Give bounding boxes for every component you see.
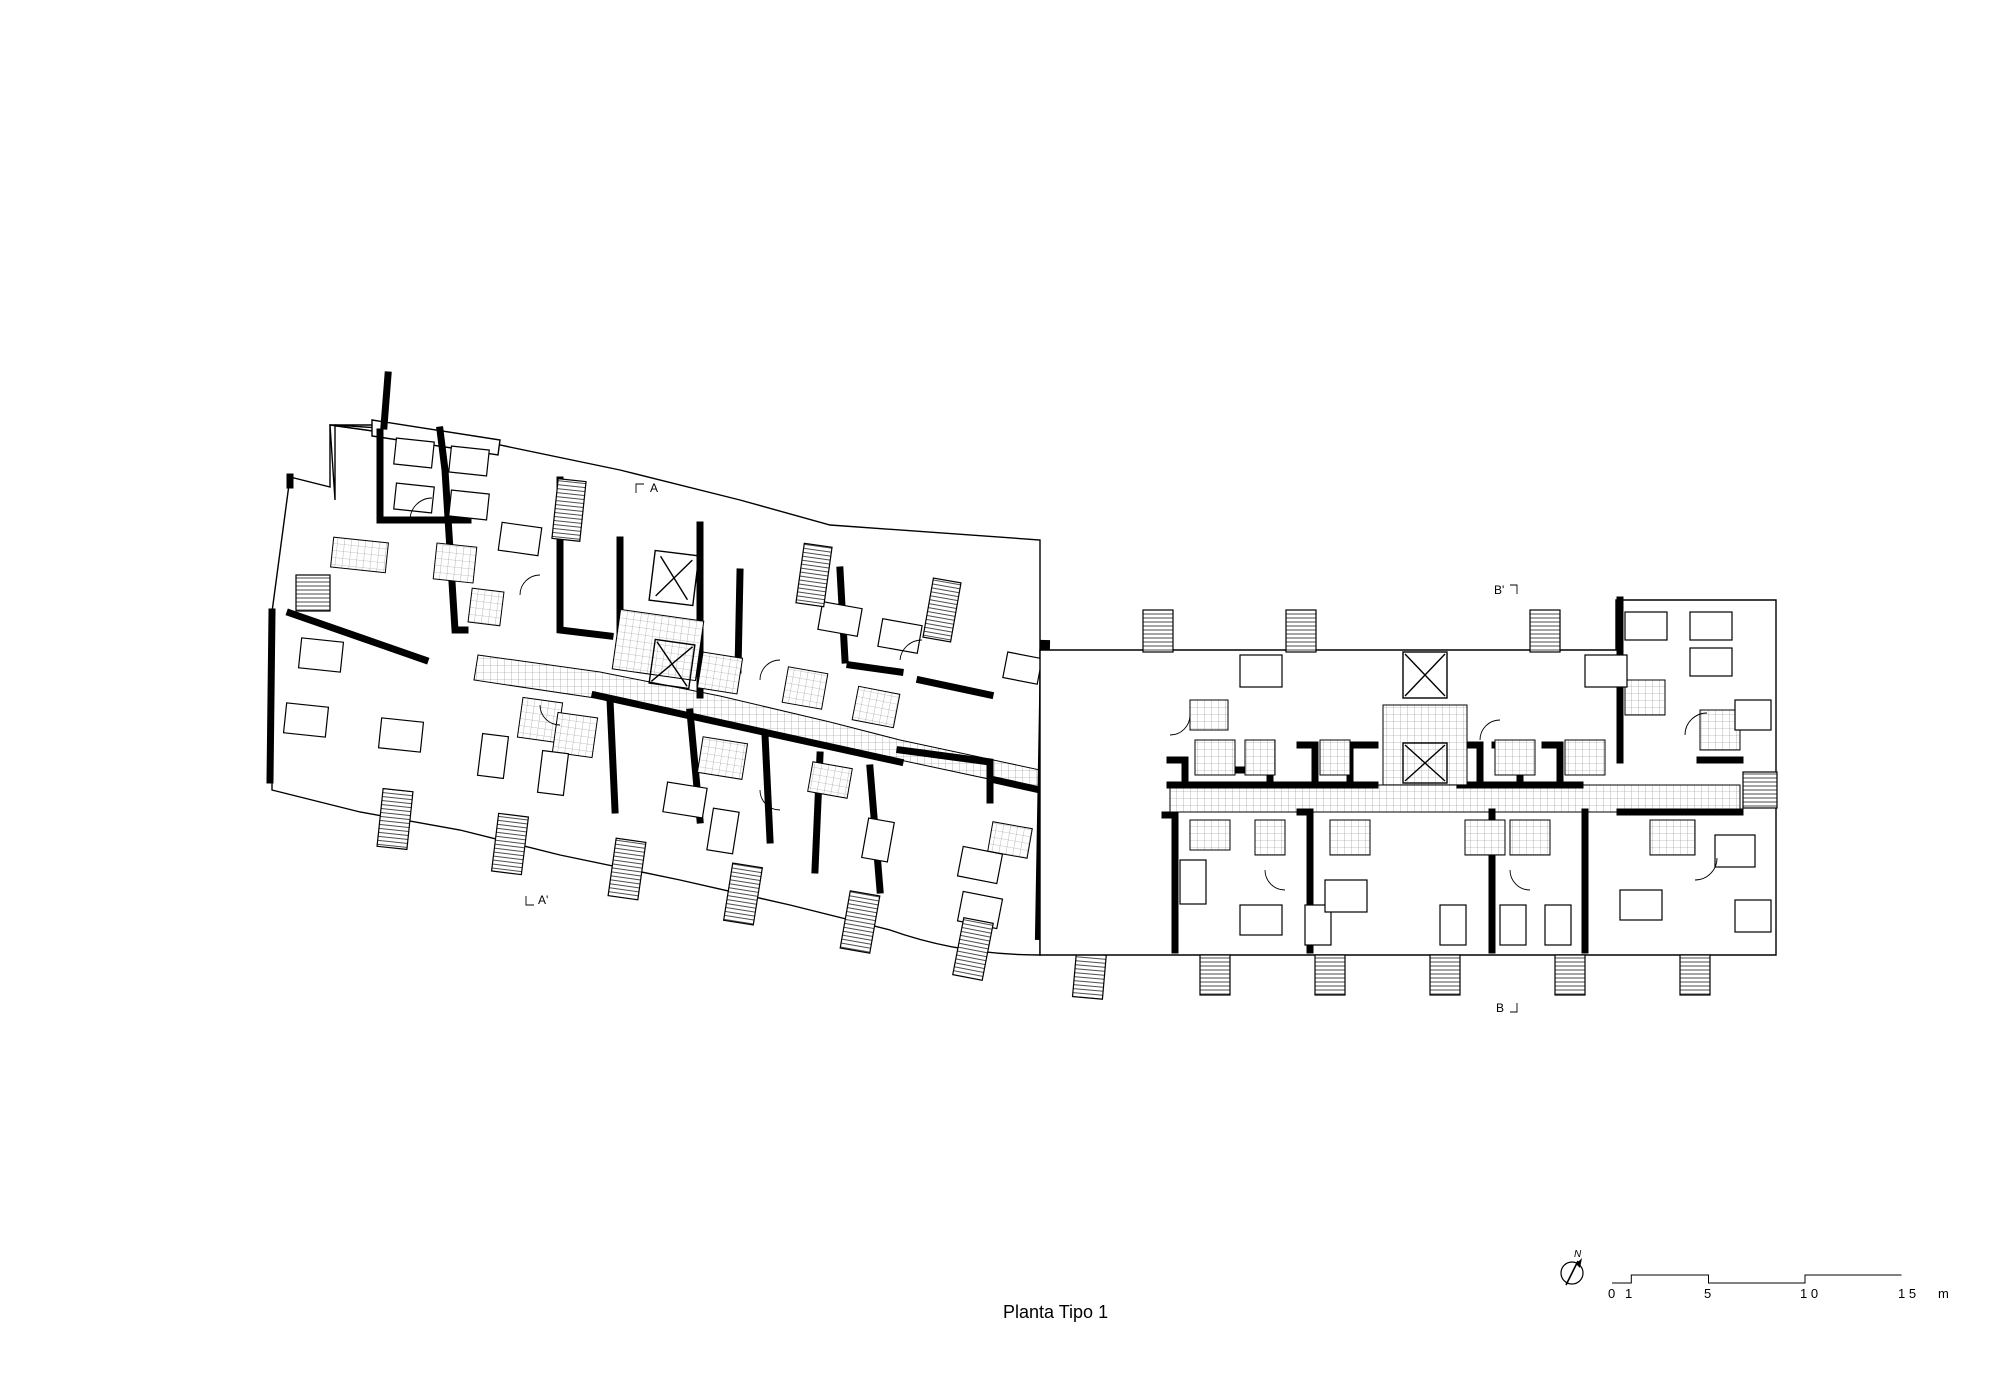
section-marks: A A' B' B — [525, 481, 1518, 1015]
drawing-title: Planta Tipo 1 — [1003, 1302, 1108, 1322]
scale-label-unit: m — [1938, 1286, 1949, 1301]
east-lift — [1402, 651, 1448, 699]
scale-label-5: 5 — [1704, 1286, 1711, 1301]
west-shaft — [295, 574, 331, 612]
section-mark-b-prime: B' — [1494, 583, 1518, 597]
section-mark-b: B — [1496, 1001, 1518, 1015]
section-label-a: A — [650, 481, 658, 495]
scale-label-10: 1 0 — [1800, 1286, 1818, 1301]
west-wing — [266, 371, 1131, 1000]
east-corridor — [1169, 784, 1741, 813]
north-label: N — [1574, 1249, 1582, 1260]
north-arrow: N — [1560, 1249, 1584, 1286]
section-mark-a: A — [635, 481, 658, 495]
scale-label-15: 1 5 — [1898, 1286, 1916, 1301]
east-shaft — [1742, 771, 1778, 809]
section-mark-a-prime: A' — [525, 893, 548, 907]
west-lift — [648, 549, 700, 607]
scale-label-1: 1 — [1625, 1286, 1632, 1301]
section-label-a-prime: A' — [538, 893, 548, 907]
west-stair — [611, 608, 705, 682]
scale-label-0: 0 — [1608, 1286, 1615, 1301]
east-stair — [1382, 704, 1468, 786]
east-wing — [1039, 596, 1778, 996]
east-beds — [1179, 611, 1772, 946]
section-label-b: B — [1496, 1001, 1504, 1015]
scale-bar: 0 1 5 1 0 1 5 m — [1608, 1274, 1949, 1301]
section-label-b-prime: B' — [1494, 583, 1504, 597]
